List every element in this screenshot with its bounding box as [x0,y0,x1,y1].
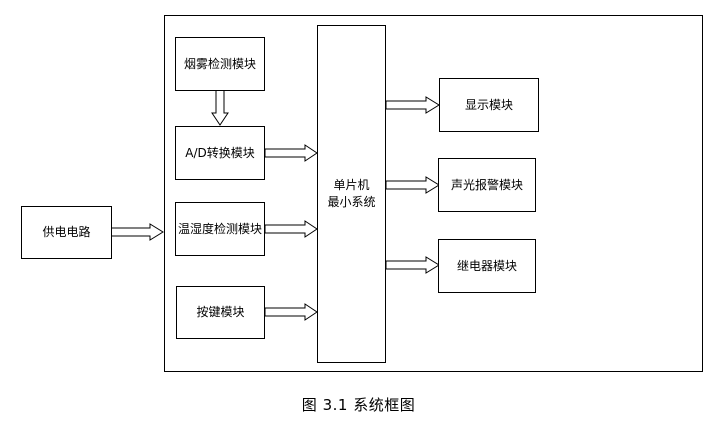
arrow-keys-to-mcu [264,303,318,321]
mcu-label-line1: 单片机 [333,178,370,192]
display-box: 显示模块 [439,78,539,132]
smoke-detection-label: 烟雾检测模块 [183,56,256,71]
mcu-box: 单片机 最小系统 [317,25,386,363]
smoke-detection-box: 烟雾检测模块 [175,37,265,91]
figure-caption: 图 3.1 系统框图 [301,396,416,414]
keys-label: 按键模块 [196,305,245,319]
alarm-label: 声光报警模块 [450,177,523,192]
power-supply-box: 供电电路 [21,206,112,259]
arrow-mcu-to-alarm [385,176,440,194]
display-label: 显示模块 [464,97,513,112]
arrow-temp-to-mcu [264,220,318,238]
temp-humidity-box: 温湿度检测模块 [175,202,265,256]
arrow-power-to-system [110,223,164,241]
alarm-box: 声光报警模块 [438,158,536,212]
mcu-label-line2: 最小系统 [327,195,376,209]
arrow-ad-to-mcu [264,144,318,162]
arrow-mcu-to-relay [385,256,440,274]
ad-conversion-label: A/D转换模块 [185,145,255,160]
temp-humidity-label: 温湿度检测模块 [177,221,262,236]
keys-box: 按键模块 [176,286,265,339]
system-frame [164,15,703,372]
arrow-smoke-to-ad [211,89,229,126]
ad-conversion-box: A/D转换模块 [175,126,265,180]
arrow-mcu-to-display [385,96,440,114]
relay-label: 继电器模块 [456,258,517,273]
relay-box: 继电器模块 [438,239,536,293]
power-supply-label: 供电电路 [42,225,91,239]
